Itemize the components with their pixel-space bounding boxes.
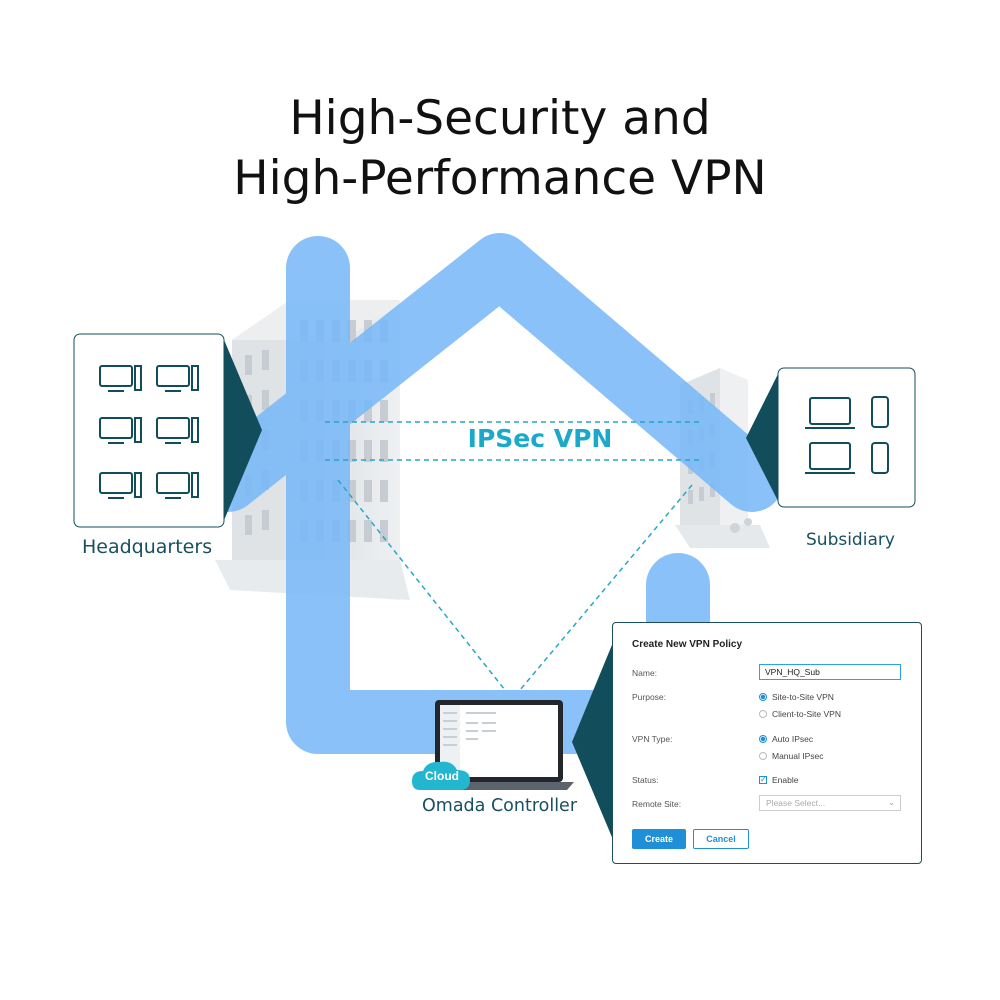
purpose-option-client-to-site[interactable]: Client-to-Site VPN <box>759 709 841 719</box>
subsidiary-label: Subsidiary <box>806 530 895 550</box>
status-label: Status: <box>632 775 659 785</box>
page-title-line-2: High-Performance VPN <box>233 151 767 206</box>
purpose-option-label: Site-to-Site VPN <box>772 692 834 702</box>
name-input[interactable]: VPN_HQ_Sub <box>759 664 901 680</box>
purpose-option-label: Client-to-Site VPN <box>772 709 841 719</box>
checkbox-checked-icon[interactable]: ✓ <box>759 775 767 784</box>
form-callout-pointer <box>572 640 614 842</box>
create-vpn-policy-form: Create New VPN Policy Name: VPN_HQ_Sub P… <box>612 622 922 864</box>
cloud-label: Cloud <box>425 769 459 783</box>
radio-unselected-icon[interactable] <box>759 710 767 718</box>
remote-site-select[interactable]: Please Select... ⌄ <box>759 795 901 811</box>
radio-selected-icon[interactable] <box>759 693 767 701</box>
smartphone-icon <box>871 396 889 474</box>
headquarters-callout <box>73 333 262 528</box>
form-title: Create New VPN Policy <box>632 639 743 650</box>
desktop-computer-icon <box>99 365 199 499</box>
vpn-type-label: VPN Type: <box>632 734 673 744</box>
vpn-type-option-label: Auto IPsec <box>772 734 814 744</box>
laptop-icon <box>805 397 855 474</box>
cancel-button[interactable]: Cancel <box>693 829 749 849</box>
create-button[interactable]: Create <box>632 829 686 849</box>
ipsec-vpn-label: IPSec VPN <box>467 424 613 453</box>
cloud-icon <box>412 761 470 790</box>
status-option-label: Enable <box>772 775 799 785</box>
vpn-type-option-label: Manual IPsec <box>772 751 824 761</box>
radio-selected-icon[interactable] <box>759 735 767 743</box>
name-label: Name: <box>632 668 658 678</box>
radio-unselected-icon[interactable] <box>759 752 767 760</box>
remote-site-placeholder: Please Select... <box>766 798 826 808</box>
vpn-type-option-manual[interactable]: Manual IPsec <box>759 751 824 761</box>
remote-site-label: Remote Site: <box>632 799 682 809</box>
vpn-type-option-auto[interactable]: Auto IPsec <box>759 734 813 744</box>
controller-laptop <box>424 700 574 790</box>
headquarters-label: Headquarters <box>82 536 213 558</box>
omada-controller-label: Omada Controller <box>422 796 578 816</box>
status-enable-option[interactable]: ✓ Enable <box>759 775 798 785</box>
purpose-label: Purpose: <box>632 692 667 702</box>
purpose-option-site-to-site[interactable]: Site-to-Site VPN <box>759 692 834 702</box>
chevron-down-icon: ⌄ <box>888 798 895 807</box>
page-title-line-1: High-Security and <box>289 91 711 146</box>
subsidiary-callout <box>746 367 916 508</box>
